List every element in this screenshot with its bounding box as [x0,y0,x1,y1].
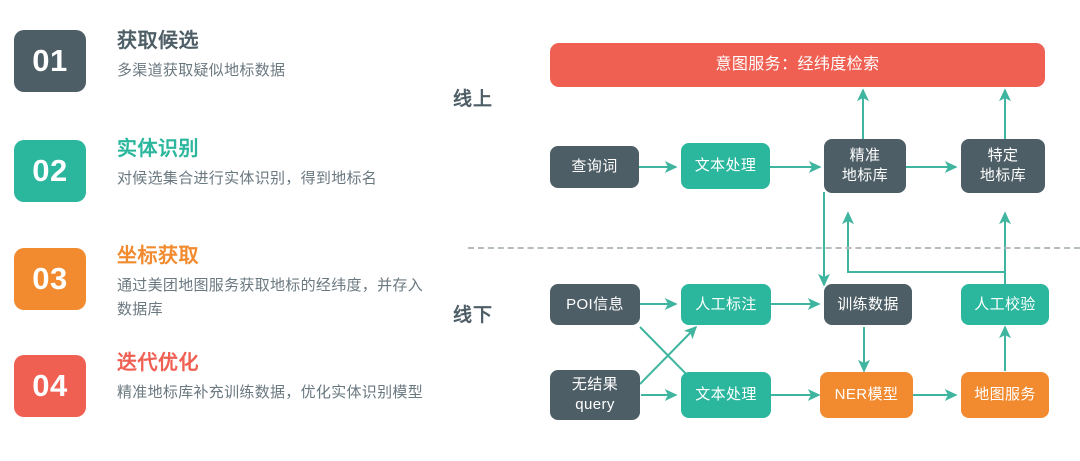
step-title-03: 坐标获取 [117,245,199,267]
step-body-04: 迭代优化 精准地标库补充训练数据，优化实体识别模型 [117,352,437,405]
node-query[interactable]: 查询词 [550,146,639,188]
node-precise-landmark-db[interactable]: 精准地标库 [824,139,906,193]
step-body-01: 获取候选 多渠道获取疑似地标数据 [117,30,437,83]
step-body-02: 实体识别 对候选集合进行实体识别，得到地标名 [117,138,437,191]
step-badge-04: 04 [14,355,86,417]
step-badge-01: 01 [14,30,86,92]
step-desc-03: 通过美团地图服务获取地标的经纬度，并存入数据库 [117,277,424,319]
step-badge-03: 03 [14,248,86,310]
flow-diagram: 线上 线下 意图服务：经纬度检索 查询词 文本处理 精准地标库 特定地标库 PO… [440,0,1080,461]
node-text-process-offline[interactable]: 文本处理 [681,372,771,418]
node-manual-verification[interactable]: 人工校验 [961,284,1049,325]
step-title-04: 迭代优化 [117,352,199,374]
step-desc-04: 精准地标库补充训练数据，优化实体识别模型 [117,384,424,401]
online-offline-divider [468,247,1080,249]
step-body-03: 坐标获取 通过美团地图服务获取地标的经纬度，并存入数据库 [117,245,437,323]
section-label-online: 线上 [453,89,494,110]
steps-panel: 01 获取候选 多渠道获取疑似地标数据 02 实体识别 对候选集合进行实体识别，… [0,0,450,461]
step-title-02: 实体识别 [117,138,199,160]
step-title-01: 获取候选 [117,30,199,52]
step-badge-02: 02 [14,140,86,202]
flow-connectors [639,88,1011,401]
node-training-data[interactable]: 训练数据 [824,284,912,325]
node-map-service[interactable]: 地图服务 [961,372,1049,418]
wire-verification-to-precise [842,211,1005,273]
node-ner-model[interactable]: NER模型 [820,372,913,418]
step-desc-01: 多渠道获取疑似地标数据 [117,62,286,79]
step-desc-02: 对候选集合进行实体识别，得到地标名 [117,170,378,187]
node-manual-annotation[interactable]: 人工标注 [681,284,771,325]
node-text-process-online[interactable]: 文本处理 [681,143,770,189]
section-label-offline: 线下 [453,305,494,326]
wire-noresult-to-annotation [639,325,698,385]
node-poi-info[interactable]: POI信息 [550,284,640,325]
node-specific-landmark-db[interactable]: 特定地标库 [961,139,1045,193]
node-intent-service[interactable]: 意图服务：经纬度检索 [550,43,1045,87]
